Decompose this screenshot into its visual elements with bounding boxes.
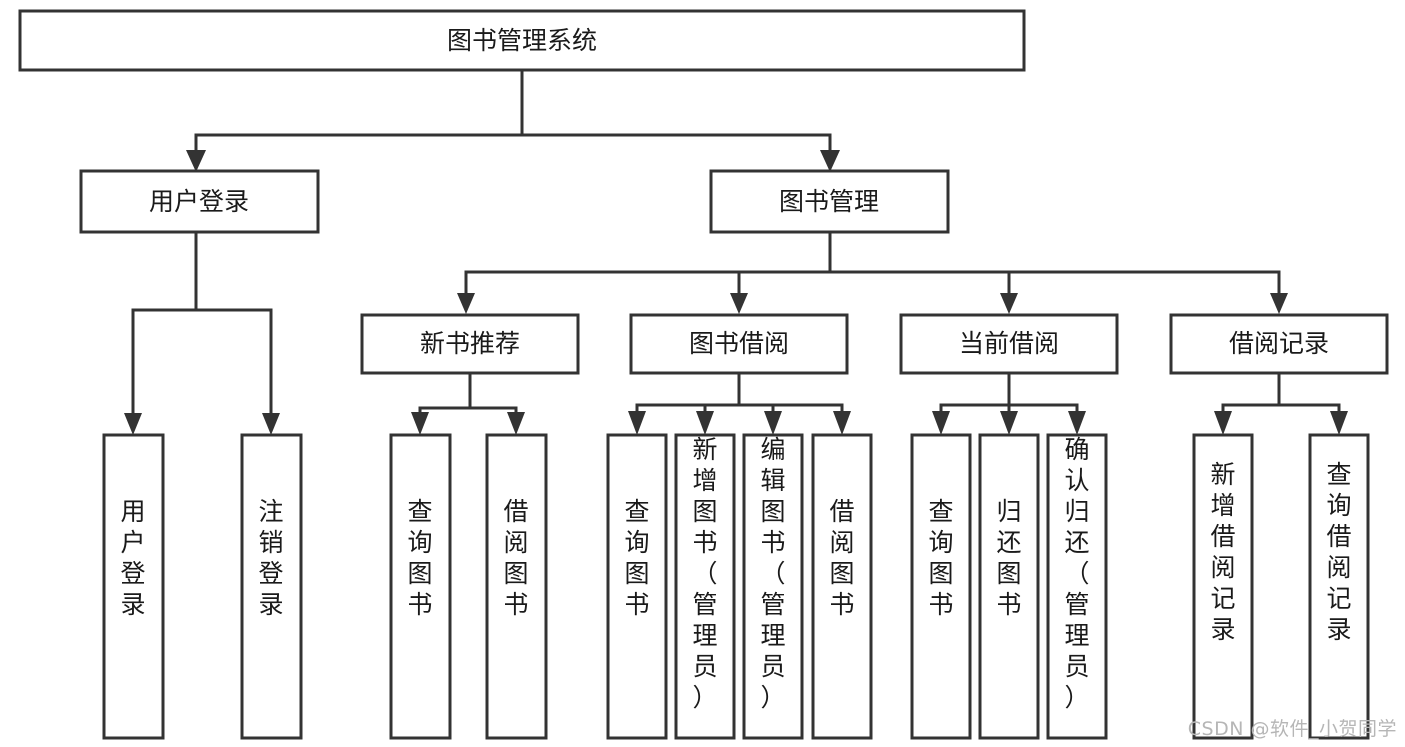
leaf-cb-confirm-return-box[interactable] bbox=[1046, 433, 1108, 740]
edge-group-new-book-to-leaves bbox=[411, 371, 525, 435]
leaf-node[interactable]: 查询借阅记录 bbox=[1308, 433, 1370, 740]
leaf-br-query-record-box[interactable] bbox=[1308, 433, 1370, 740]
edge-group-book-mgmt-to-level3 bbox=[457, 230, 1288, 314]
leaf-br-add-record-label: 新增借阅记录 bbox=[1210, 460, 1235, 644]
node-borrow-record-label: 借阅记录 bbox=[1229, 329, 1329, 358]
node-current-borrow-box[interactable] bbox=[899, 313, 1119, 375]
node-book-borrow-box[interactable] bbox=[629, 313, 849, 375]
node-root-system-label: 图书管理系统 bbox=[447, 26, 597, 55]
arrow-head-bb-leaf4 bbox=[833, 411, 851, 435]
leaf-node[interactable]: 查询图书 bbox=[910, 433, 972, 740]
leaf-nb-borrow-book-box[interactable] bbox=[485, 433, 548, 740]
arrow-head-current-borrow bbox=[1000, 293, 1018, 314]
node-new-book-recommend-box[interactable] bbox=[360, 313, 580, 375]
edge-group-book-borrow-to-leaves bbox=[628, 371, 851, 435]
leaf-nb-query-book-box[interactable] bbox=[389, 433, 452, 740]
node-borrow-record-box[interactable] bbox=[1169, 313, 1389, 375]
node-user-login-label: 用户登录 bbox=[149, 187, 249, 216]
leaf-br-add-record-box[interactable] bbox=[1192, 433, 1254, 740]
leaf-bb-edit-book-label: 编辑图书（管理员） bbox=[760, 435, 785, 712]
leaf-user-login-label: 用户登录 bbox=[120, 497, 145, 619]
node-root-system-box[interactable] bbox=[18, 9, 1026, 72]
arrow-head-book-mgmt bbox=[820, 150, 840, 172]
leaf-user-login-box[interactable] bbox=[102, 433, 165, 740]
leaf-bb-borrow-book-label: 借阅图书 bbox=[829, 497, 854, 619]
leaf-bb-add-book-label: 新增图书（管理员） bbox=[692, 435, 717, 712]
arrow-head-user-login bbox=[186, 150, 206, 172]
arrow-head-leaf-user-login bbox=[124, 413, 142, 435]
leaf-bb-query-book-box[interactable] bbox=[606, 433, 668, 740]
leaf-bb-query-book-label: 查询图书 bbox=[624, 497, 649, 619]
leaf-node[interactable]: 借阅图书 bbox=[811, 433, 873, 740]
leaf-node[interactable]: 新增借阅记录 bbox=[1192, 433, 1254, 740]
leaf-cb-query-book-label: 查询图书 bbox=[928, 497, 953, 619]
arrow-head-bb-leaf1 bbox=[628, 411, 646, 435]
arrow-head-nb-leaf2 bbox=[507, 412, 525, 435]
csdn-watermark: CSDN @软件_小贺同学 bbox=[1187, 718, 1397, 740]
node-new-book-recommend[interactable]: 新书推荐 bbox=[360, 313, 580, 375]
arrow-head-leaf-logout bbox=[262, 413, 280, 435]
edge-group-current-borrow-to-leaves bbox=[932, 371, 1086, 435]
edge-group-root-to-level2 bbox=[186, 68, 840, 172]
leaf-node[interactable]: 用户登录 bbox=[102, 433, 165, 740]
leaf-logout-label: 注销登录 bbox=[258, 497, 283, 619]
leaf-node[interactable]: 编辑图书（管理员） bbox=[742, 433, 804, 740]
node-user-login-box[interactable] bbox=[79, 169, 320, 234]
node-book-management-box[interactable] bbox=[709, 169, 950, 234]
arrow-head-cb-leaf2 bbox=[1000, 411, 1018, 435]
node-book-management-label: 图书管理 bbox=[779, 187, 879, 216]
leaf-nb-borrow-book-label: 借阅图书 bbox=[503, 497, 528, 619]
arrow-head-cb-leaf3 bbox=[1068, 411, 1086, 435]
leaf-node[interactable]: 查询图书 bbox=[606, 433, 668, 740]
arrow-head-bb-leaf3 bbox=[764, 411, 782, 435]
leaf-br-query-record-label: 查询借阅记录 bbox=[1326, 460, 1351, 644]
node-current-borrow-label: 当前借阅 bbox=[959, 329, 1059, 358]
leaf-node[interactable]: 新增图书（管理员） bbox=[674, 433, 736, 740]
leaf-logout-box[interactable] bbox=[240, 433, 303, 740]
arrow-head-cb-leaf1 bbox=[932, 411, 950, 435]
node-borrow-record[interactable]: 借阅记录 bbox=[1169, 313, 1389, 375]
leaf-cb-return-book-label: 归还图书 bbox=[996, 497, 1021, 619]
node-book-borrow[interactable]: 图书借阅 bbox=[629, 313, 849, 375]
leaf-bb-borrow-book-box[interactable] bbox=[811, 433, 873, 740]
leaf-node[interactable]: 查询图书 bbox=[389, 433, 452, 740]
arrow-head-br-leaf1 bbox=[1214, 411, 1232, 435]
edge-group-user-login-to-leaves bbox=[124, 230, 280, 435]
edge-group-borrow-record-to-leaves bbox=[1214, 371, 1348, 435]
leaf-bb-edit-book-box[interactable] bbox=[742, 433, 804, 740]
leaf-cb-confirm-return-label: 确认归还（管理员） bbox=[1064, 435, 1089, 712]
node-root-system[interactable]: 图书管理系统 bbox=[18, 9, 1026, 72]
node-book-management[interactable]: 图书管理 bbox=[709, 169, 950, 234]
arrow-head-br-leaf2 bbox=[1330, 411, 1348, 435]
node-new-book-recommend-label: 新书推荐 bbox=[420, 329, 520, 358]
arrow-head-book-borrow bbox=[730, 293, 748, 314]
arrow-head-bb-leaf2 bbox=[696, 411, 714, 435]
leaf-node[interactable]: 归还图书 bbox=[978, 433, 1040, 740]
node-book-borrow-label: 图书借阅 bbox=[689, 329, 789, 358]
leaf-cb-query-book-box[interactable] bbox=[910, 433, 972, 740]
leaf-nb-query-book-label: 查询图书 bbox=[407, 497, 432, 619]
node-user-login[interactable]: 用户登录 bbox=[79, 169, 320, 234]
leaf-node[interactable]: 确认归还（管理员） bbox=[1046, 433, 1108, 740]
arrow-head-nb-leaf1 bbox=[411, 412, 429, 435]
node-current-borrow[interactable]: 当前借阅 bbox=[899, 313, 1119, 375]
arrow-head-new-book bbox=[457, 293, 475, 314]
arrow-head-borrow-record bbox=[1270, 293, 1288, 314]
leaf-node[interactable]: 注销登录 bbox=[240, 433, 303, 740]
leaf-cb-return-book-box[interactable] bbox=[978, 433, 1040, 740]
leaf-node[interactable]: 借阅图书 bbox=[485, 433, 548, 740]
leaf-bb-add-book-box[interactable] bbox=[674, 433, 736, 740]
